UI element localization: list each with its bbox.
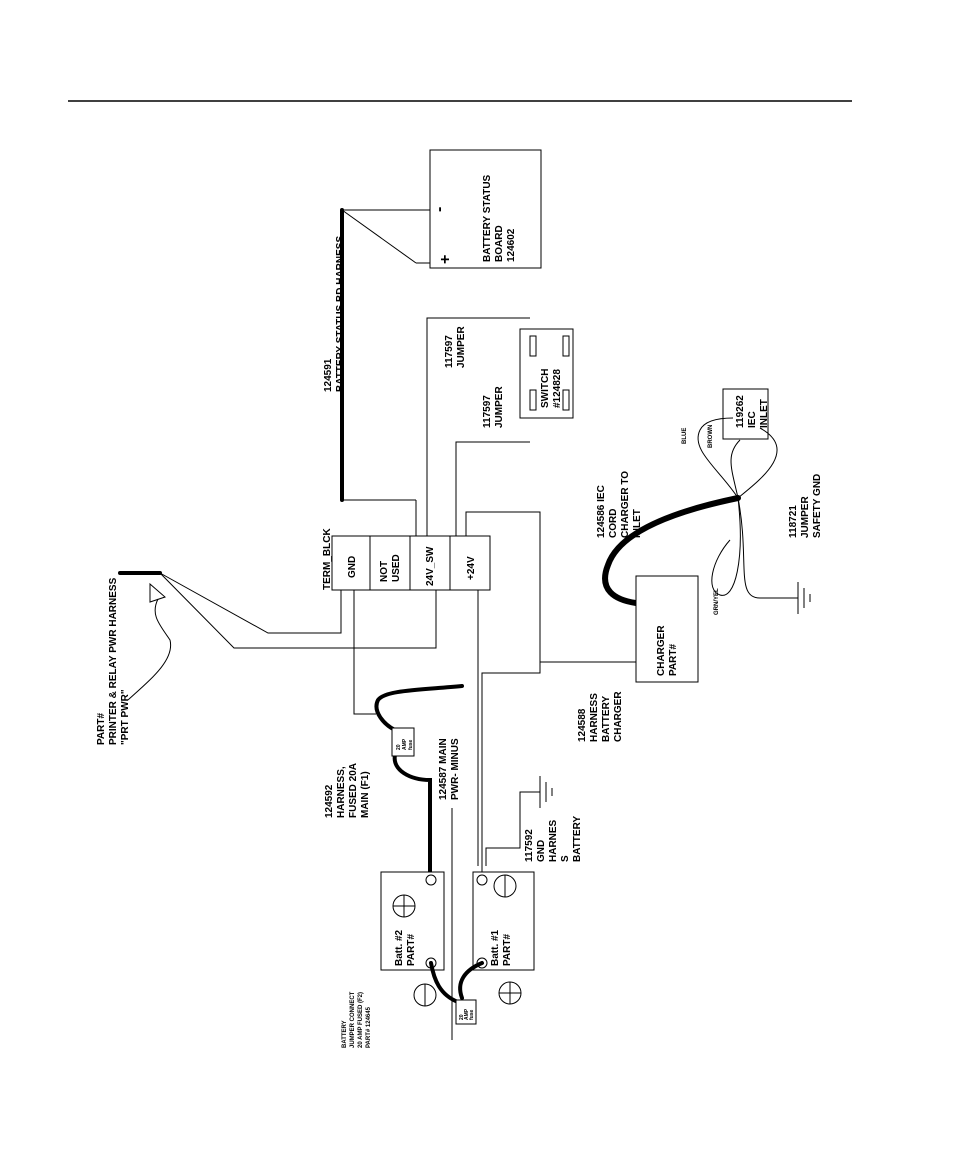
printer-harness-label-3: "PRT PWR" [120,689,131,745]
iec-cord-label-4: INLET [632,509,643,538]
battery-1: Batt. #1 PART# [472,871,535,971]
battery-status-harness-label-2: BATTERY STATUS BD HARNESS [335,236,346,392]
battery-status-board-label-1: BATTERY STATUS [482,174,493,262]
fuse-f1-text-3: fuse [408,740,414,751]
jumper-connect-label-2: JUMPER CONNECT [350,991,356,1048]
fused-harness-f1 [374,684,464,732]
charger-positive-wire [465,511,636,663]
safety-gnd-label-1: 118721 [788,505,799,538]
grn-yel-wire [737,427,778,499]
jumpers: 117597 JUMPER 117597 JUMPER [426,317,530,536]
earth-ground-symbol-right [797,582,811,614]
grn-yel-gnd-wire [737,497,798,599]
main-pwr-label-1: 124587 MAIN [438,738,449,800]
safety-gnd-wire [711,497,741,596]
terminal-block: TERM_BLCK GND NOT USED 24V_SW +24V [322,528,491,591]
iec-inlet: 119262 IEC INLET BLUE BROWN GRN/YEL [682,388,770,615]
printer-relay-harness: PART# PRINTER & RELAY PWR HARNESS "PRT P… [96,571,437,745]
jumper-connect-wire-left [429,961,460,1004]
charger-label-1: CHARGER [656,625,667,676]
term-24v-sw-label: 24V_SW [425,546,436,586]
fused-harness-label-3: FUSED 20A [348,763,359,818]
battery-status-board: - + BATTERY STATUS BOARD 124602 [429,149,542,269]
switch-label-2: #124828 [552,369,563,408]
fused-harness-label-4: MAIN (F1) [360,771,371,818]
gnd-harness-label-2: GND [536,840,547,862]
term-not-used-label-2: USED [391,554,402,582]
fuse-f2-text-2: AMP [464,1008,470,1020]
board-plus-symbol: + [437,255,454,264]
board-minus-symbol: - [431,207,448,212]
batt2-label-1: Batt. #2 [394,929,405,966]
grn-yel-wire-label: GRN/YEL [714,588,720,615]
gnd-harness-label-5: BATTERY [572,816,583,862]
switch-label-1: SWITCH [540,369,551,408]
fused-harness-label-1: 124592 [324,784,335,818]
battery-status-harness-label-1: 124591 [323,358,334,392]
jumper-connect-label-1: BATTERY [342,1020,348,1048]
fused-harness-label-2: HARNESS, [336,766,347,818]
fuse-f2-text-3: fuse [469,1010,475,1021]
gnd-harness-label-3: HARNES [548,819,559,862]
iec-inlet-label-2: IEC [747,411,758,428]
battery-2: Batt. #2 PART# [380,871,445,971]
fused-harness-f1-lower [392,753,432,880]
jumper-lower-label-2: JUMPER [494,386,505,428]
earth-ground-symbol-battery [539,776,553,808]
gnd-harness-label-4: S [560,855,571,862]
blue-wire [697,417,739,499]
brown-wire-label: BROWN [708,425,714,448]
batt1-terminal-top [476,874,488,886]
batt1-label-2: PART# [502,934,513,966]
battery-status-board-label-3: 124602 [506,228,517,262]
iec-cord-label-2: CORD [608,509,619,538]
batt1-label-1: Batt. #1 [490,929,501,966]
fuse-f1-text-2: AMP [402,738,408,750]
jumper-upper-label-1: 117597 [444,335,455,368]
charger: CHARGER PART# [635,575,699,683]
term-not-used-label-1: NOT [379,561,390,582]
charger-harness-label-3: BATTERY [601,696,612,742]
jumper-connect-label-3: 20 AMP FUSED (F2) [358,992,364,1048]
switch: SWITCH #124828 [519,328,574,419]
jumper-connect-wire-right [458,961,484,1000]
fuse-f1 [391,727,415,757]
blue-wire-label: BLUE [682,428,688,444]
brown-wire [730,439,741,499]
iec-cord-label-3: CHARGER TO [620,471,631,538]
battery-status-board-label-2: BOARD [494,225,505,262]
safety-gnd-label-3: SAFETY GND [812,474,823,538]
jumper-connect-label-4: PART# 124645 [366,1006,372,1048]
term-gnd-label: GND [347,556,358,578]
iec-inlet-label-1: 119262 [735,395,746,428]
safety-gnd-label-2: JUMPER [800,496,811,538]
term-plus-24v-label: +24V [466,556,477,580]
gnd-harness-wire [485,791,540,866]
term-block-title: TERM_BLCK [322,528,333,590]
charger-harness-label-1: 124588 [577,708,588,742]
gnd-to-main-minus-wire [353,590,376,715]
main-pwr-label-2: PWR- MINUS [450,738,461,800]
charger-harness-label-4: CHARGER [613,691,624,742]
batt2-label-2: PART# [406,934,417,966]
charger-negative-wire [481,662,541,878]
printer-harness-label-2: PRINTER & RELAY PWR HARNESS [108,577,119,745]
batt2-terminal-top [425,874,437,886]
fuse-f1-text-1: 20 [396,744,402,750]
gnd-harness-label-1: 117592 [524,829,535,862]
charger-harness-label-2: HARNESS [589,693,600,742]
jumper-lower-label-1: 117597 [482,395,493,428]
battery-status-harness: 124591 BATTERY STATUS BD HARNESS [323,208,430,536]
charger-label-2: PART# [668,644,679,676]
fuse-f2 [455,999,477,1025]
iec-cord [602,495,741,606]
fuse-f2-text-1: 20 [459,1014,465,1020]
printer-harness-label-1: PART# [96,713,107,745]
jumper-upper-label-2: JUMPER [456,326,467,368]
iec-inlet-label-3: INLET [759,399,770,428]
iec-cord-label-1: 124586 IEC [596,485,607,538]
